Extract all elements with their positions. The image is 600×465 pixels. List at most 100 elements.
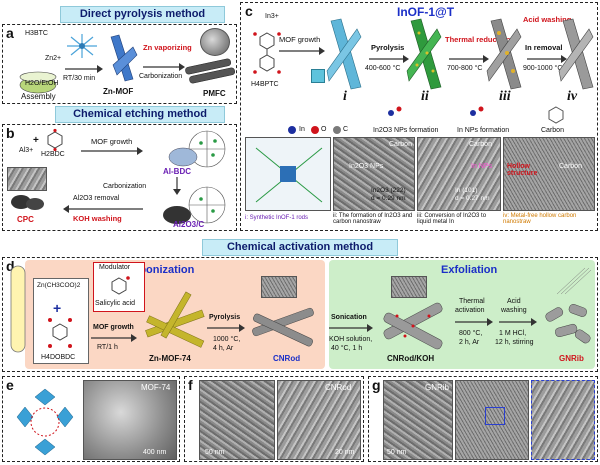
d-sonication: Sonication — [331, 314, 367, 321]
panel-c: c InOF-1@T In3+ H4BPTC MOF growth i Pyro… — [240, 2, 598, 231]
inof-crystal-cube — [311, 69, 325, 83]
mof74-sem-image — [83, 380, 177, 460]
pmfc-rods — [185, 58, 236, 84]
gnrib-tem-image-2 — [455, 380, 529, 460]
stage-ii-rods — [406, 18, 442, 90]
molecule-row — [388, 106, 564, 124]
stage-iv-rods — [558, 18, 594, 90]
tem-image-iv — [503, 137, 595, 211]
panel-c-step3: Thermal reduction — [445, 35, 511, 44]
panel-b-product-right: Al2O3/C — [173, 220, 205, 229]
panel-c-step3-cond: 700-800 °C — [447, 65, 483, 72]
arrow-a2 — [143, 63, 185, 71]
dobdc-molecule-icon — [48, 318, 72, 348]
stage-i-label: i — [343, 89, 347, 104]
d-activation: activation — [455, 307, 485, 314]
caption-i: i: Synthetic InOF-1 rods — [245, 215, 309, 221]
inof-structure-image — [245, 137, 331, 211]
panel-e-label: MOF-74 — [141, 383, 171, 392]
zn-salt-label: Zn(CH3COO)2 — [37, 282, 81, 289]
tem-in2o3: In2O3 NPs — [349, 163, 384, 170]
panel-a-letter: a — [6, 25, 14, 41]
legend-c: C — [343, 126, 349, 133]
panel-b-plus: + — [33, 135, 39, 146]
caption-iii: iii: Conversion of In2O3 to liquid metal… — [417, 213, 487, 225]
panel-a-carbonization: Carbonization — [139, 73, 183, 80]
panel-a-ligand: H3BTC — [25, 30, 48, 37]
banner-direct-pyrolysis: Direct pyrolysis method — [60, 6, 225, 23]
arrow-d4 — [455, 318, 493, 326]
panel-c-step1: MOF growth — [279, 35, 321, 44]
arrow-c1 — [279, 47, 325, 55]
arrow-d5 — [499, 318, 537, 326]
stage-i-rods — [326, 18, 362, 90]
arrow-b1 — [81, 147, 143, 155]
panel-b-letter: b — [6, 125, 15, 141]
cnrod-koh-rods — [383, 302, 443, 350]
zn-mof74-rods — [145, 291, 205, 348]
pmfc-sem-image — [200, 28, 230, 56]
zn-mof-rods — [110, 34, 138, 82]
panel-g-scale1: 50 nm — [387, 449, 407, 456]
panel-f: f CNRod 50 nm 20 nm — [184, 376, 364, 462]
panel-b-washing: KOH washing — [73, 214, 122, 223]
d-cnrod-koh: CNRod/KOH — [387, 354, 435, 363]
arrow-a1 — [65, 65, 103, 73]
stage-iii-rods — [486, 18, 522, 90]
modulator-box — [93, 262, 145, 312]
al-bdc-cluster — [168, 130, 226, 168]
panel-g-letter: g — [372, 377, 381, 393]
arrow-c4 — [527, 55, 567, 63]
arrow-d1 — [91, 334, 137, 342]
panel-c-ligand: H4BPTC — [251, 81, 279, 88]
gnrib-tem-image-3 — [531, 380, 595, 460]
d-step1-cond: RT/1 h — [97, 344, 118, 351]
stage-iii-label: iii — [499, 89, 511, 104]
beaker-icon — [19, 71, 57, 94]
caption-iv: iv: Metal-free hollow carbon nanostraw — [503, 213, 577, 225]
panel-f-letter: f — [188, 377, 193, 393]
panel-d-letter: d — [6, 258, 15, 274]
test-tube-icon — [10, 265, 26, 353]
d-step2-cond2: 4 h, Ar — [213, 345, 234, 352]
panel-c-title: InOF-1@T — [397, 5, 455, 19]
arrow-d2 — [207, 324, 245, 332]
panel-c-step4-cond: 900-1000 °C — [523, 65, 563, 72]
banner-chemical-etching: Chemical etching method — [55, 106, 225, 123]
panel-b-mof: Al-BDC — [163, 167, 191, 176]
panel-e-letter: e — [6, 377, 14, 393]
panel-b-step1: MOF growth — [91, 137, 133, 146]
formation-2: In NPs formation — [457, 127, 510, 134]
banner-chemical-activation: Chemical activation method — [202, 239, 398, 256]
panel-c-step4b: In removal — [525, 43, 563, 52]
d-step2: Pyrolysis — [209, 314, 241, 321]
d-acid: Acid — [507, 298, 521, 305]
formation-1: In2O3 NPs formation — [373, 127, 439, 134]
panel-g: g GNRib 50 nm — [368, 376, 598, 462]
panel-d: d Carbonization Exfoliation Zn(CH3COO)2 … — [2, 257, 598, 372]
d-acid-cond1: 1 M HCl, — [499, 330, 527, 337]
bdc-molecule-icon — [47, 128, 63, 152]
panel-a: a H3BTC Zn2+ H2O/EtOH Assembly RT/30 min… — [2, 24, 237, 104]
caption-ii: ii: The formation of In2O3 and carbon na… — [333, 213, 413, 225]
panel-f-scale2: 20 nm — [335, 449, 355, 456]
tem-image-iii — [417, 137, 501, 211]
d-step2-cond1: 1000 °C, — [213, 336, 241, 343]
d-gnrib: GNRib — [559, 354, 584, 363]
arrow-b2 — [173, 177, 181, 195]
panel-a-step1: RT/30 min — [63, 75, 96, 82]
cpc-icon — [11, 195, 44, 210]
legend-o: O — [321, 126, 327, 133]
bptc-molecule-icon — [253, 32, 281, 74]
mof74-structure — [16, 388, 74, 456]
gnrib-tem-image-1 — [383, 380, 453, 460]
stage-iv-label: iv — [567, 89, 578, 104]
arrow-d3 — [329, 324, 373, 332]
dobdc-label: H4DOBDC — [41, 354, 76, 361]
panel-b: b Al3+ + H2BDC MOF growth Al-BDC Carboni… — [2, 124, 237, 231]
panel-e-scale: 400 nm — [143, 449, 167, 456]
tem-d-1: d = 0.29 nm — [371, 195, 406, 202]
legend-in: In — [299, 126, 305, 133]
panel-b-carbonization: Carbonization — [103, 183, 147, 190]
reagent-box — [33, 278, 89, 364]
